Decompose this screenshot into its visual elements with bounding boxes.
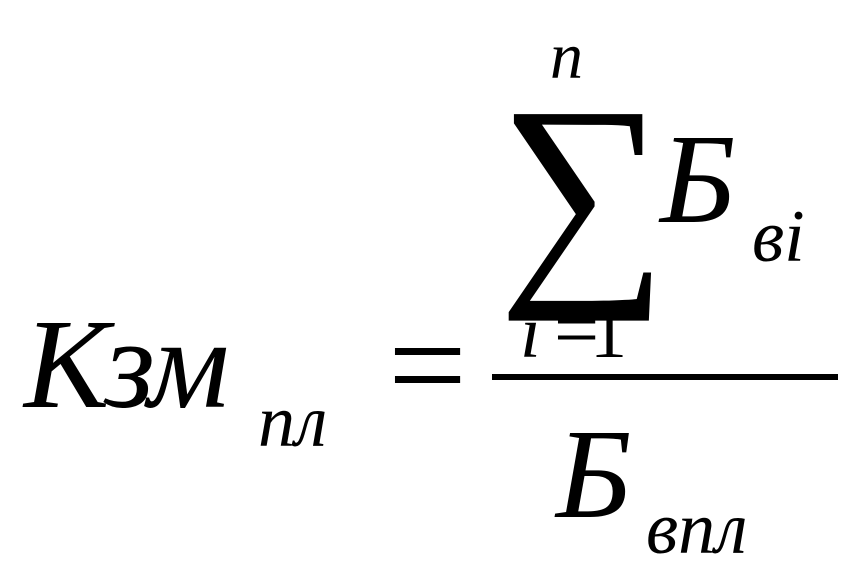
summation-sign: ∑ [498,59,668,322]
fraction-bar [492,374,838,380]
denominator-term: Б [556,403,632,545]
sum-lower-value: 1 [590,292,627,374]
lhs-subscript: пл [258,381,328,463]
equals-sign: = [388,288,467,443]
numerator-term-subscript: вi [752,196,805,278]
sum-lower-variable: i [520,292,541,374]
sum-upper-limit: n [550,20,583,93]
numerator-term: Б [660,108,736,250]
denominator-term-subscript: впл [646,488,748,570]
sum-lower-equals: = [554,286,600,374]
lhs-symbol: Кзм [24,293,229,435]
